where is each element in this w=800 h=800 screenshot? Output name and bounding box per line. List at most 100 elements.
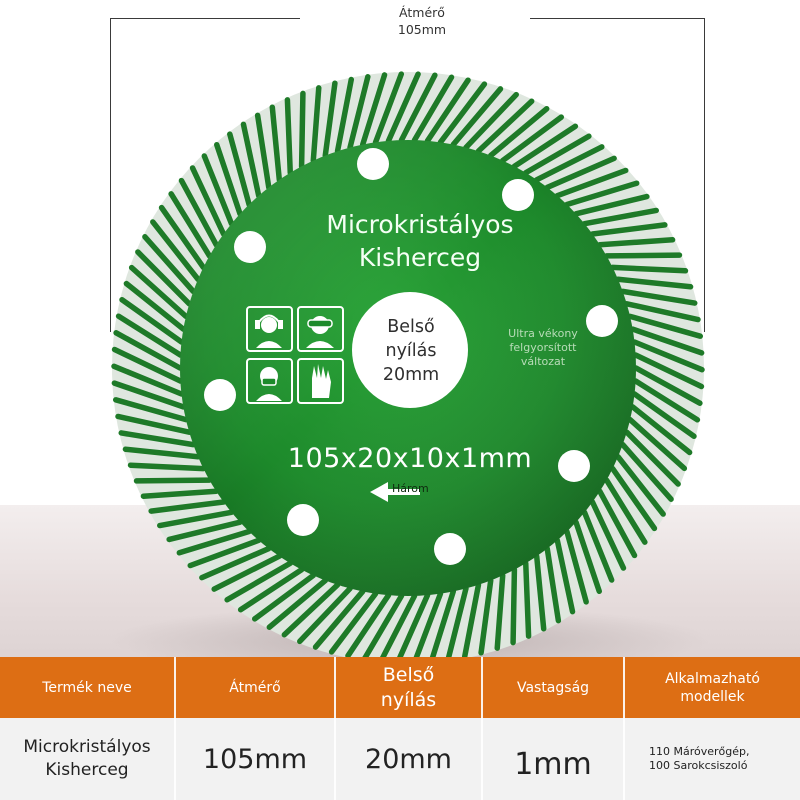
disc-turbo-segments (111, 71, 705, 665)
rim-segment (564, 528, 589, 605)
cell-product-name: Microkristályos Kisherceg (0, 718, 174, 800)
cell-product-name-line2: Kisherceg (45, 760, 129, 780)
center-bore-label-line1: Belső (387, 317, 435, 337)
rim-segment (361, 593, 405, 662)
rim-segment (150, 219, 201, 282)
rim-segment (511, 123, 579, 170)
header-inner-hole-line1: Belső (382, 663, 435, 686)
rim-segment (113, 330, 183, 371)
rim-segment (201, 153, 235, 227)
goggles-icon (297, 306, 344, 352)
disc-brand-text: Microkristályos Kisherceg (280, 208, 560, 274)
ultra-thin-label-line3: változat (520, 355, 566, 368)
ultra-thin-label-line1: Ultra vékony (508, 327, 578, 340)
disc-brand-line2: Kisherceg (358, 243, 482, 272)
rim-segment (589, 499, 627, 571)
rim-segment (328, 590, 379, 655)
rim-segment (411, 74, 455, 143)
rim-segment (554, 167, 629, 199)
gloves-icon (297, 358, 344, 404)
rim-segment (609, 264, 689, 274)
rim-segment (494, 572, 506, 651)
dimension-line-left-vertical (110, 18, 111, 332)
cell-models-line1: 110 Máróverőgép, (649, 745, 750, 758)
rim-segment (627, 313, 704, 339)
diameter-dimension-label-line2: 105mm (397, 22, 447, 37)
rim-segment (424, 77, 471, 144)
rim-segment (189, 165, 227, 237)
cooling-hole (357, 148, 389, 180)
rim-segment (122, 446, 201, 460)
rim-segment (211, 553, 283, 592)
rim-segment (603, 477, 648, 545)
rim-segment (475, 98, 535, 154)
rim-segment (632, 378, 701, 423)
rim-segment (450, 86, 504, 148)
rim-segment (123, 280, 187, 332)
rim-segment (624, 301, 701, 323)
rim-segment (140, 488, 219, 499)
rim-segment (437, 81, 488, 146)
cooling-hole (502, 179, 534, 211)
cell-diameter: 105mm (176, 718, 334, 800)
cooling-hole (558, 450, 590, 482)
rim-segment (237, 566, 305, 613)
ultra-thin-label: Ultra vékony felgyorsított változat (488, 327, 598, 369)
rim-segment (573, 519, 602, 595)
center-bore-label-line2: nyílás (385, 341, 437, 361)
rim-segment (128, 264, 189, 320)
rim-segment (522, 133, 592, 176)
rim-segment (240, 121, 262, 199)
dimension-line-left-horizontal (110, 18, 300, 19)
diameter-dimension-label: Átmérő 105mm (322, 4, 522, 38)
rim-segment (428, 588, 457, 664)
rim-segment (385, 71, 421, 144)
rim-segment (347, 74, 371, 151)
rim-segment (461, 582, 482, 660)
rim-segment (345, 592, 392, 659)
header-diameter: Átmérő (176, 657, 334, 718)
rim-segment (178, 177, 219, 248)
rim-segment (111, 363, 185, 397)
rim-segment (544, 155, 617, 191)
rim-segment (284, 97, 294, 176)
spec-table-header-row (0, 657, 800, 718)
cell-applicable-models: 110 Máróverőgép, 100 Sarokcsiszoló (625, 718, 800, 800)
rim-segment (398, 72, 438, 143)
rim-segment (573, 193, 650, 217)
header-product-name: Termék neve (0, 657, 174, 718)
column-divider (623, 657, 625, 800)
spec-table-body-row (0, 718, 800, 800)
rim-segment (133, 477, 213, 484)
cell-models-line2: 100 Sarokcsiszoló (649, 759, 748, 772)
rim-segment (334, 76, 355, 154)
header-diameter-text: Átmérő (229, 679, 281, 696)
cooling-hole (234, 231, 266, 263)
rim-segment (322, 80, 338, 159)
cell-inner-hole: 20mm (336, 718, 481, 800)
cell-inner-hole-text: 20mm (365, 743, 452, 775)
rim-segment (629, 326, 705, 356)
rim-segment (111, 380, 187, 410)
rim-segment (445, 585, 469, 662)
diameter-dimension-label-line1: Átmérő (399, 5, 445, 20)
rim-segment (597, 488, 638, 559)
rim-segment (115, 413, 192, 435)
column-divider (481, 657, 483, 800)
cell-thickness-text: 1mm (514, 746, 592, 782)
rim-segment (624, 429, 681, 487)
rim-segment (298, 90, 306, 170)
rim-segment (224, 560, 294, 603)
ultra-thin-label-line2: felgyorsított (509, 341, 577, 354)
rim-segment (633, 365, 703, 406)
rim-segment (127, 462, 207, 472)
rim-segment (310, 85, 322, 164)
rim-segment (254, 112, 272, 191)
direction-label: Három (392, 482, 429, 495)
rim-segment (266, 577, 329, 630)
rim-segment (166, 519, 243, 543)
column-divider (174, 657, 176, 800)
rim-segment (609, 465, 658, 532)
rim-segment (199, 545, 272, 581)
